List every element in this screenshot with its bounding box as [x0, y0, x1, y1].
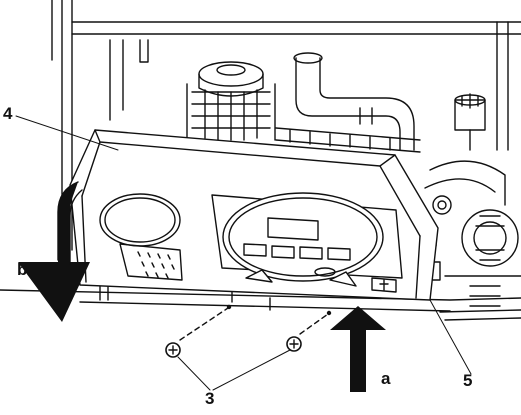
- control-module: [211, 192, 403, 293]
- internal-components: [186, 52, 519, 281]
- screws: [165, 304, 332, 358]
- callout-screws: 3: [205, 389, 215, 408]
- callout-hinge: 5: [463, 371, 473, 390]
- lift-arrow-a: [330, 306, 386, 392]
- tilt-arrow-b: [18, 182, 90, 322]
- leader-lines: [15, 115, 472, 391]
- vent-grille: [119, 243, 183, 281]
- boiler-casing: [0, 0, 521, 321]
- front-panel: [69, 129, 439, 301]
- callout-front-panel: 4: [3, 104, 13, 123]
- callout-lift-arrow: a: [381, 369, 391, 388]
- callout-tilt-arrow: b: [17, 260, 28, 279]
